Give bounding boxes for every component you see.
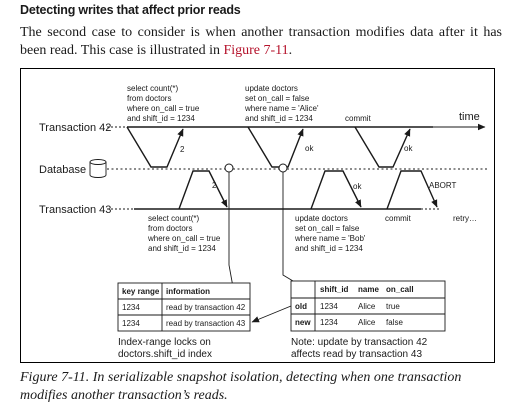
- tx43-row-label: Transaction 43: [39, 204, 111, 216]
- affects-arrow: [251, 305, 292, 323]
- figure-frame: Transaction 42 Database Transaction 43 t…: [20, 68, 495, 363]
- tx43-update-reply: ok: [353, 182, 362, 191]
- lock-table-row1-key: 1234: [122, 303, 140, 312]
- version-callout-line: [282, 172, 294, 282]
- intro-paragraph: The second case to consider is when anot…: [20, 24, 502, 60]
- tx43-query-text: select count(*) from doctors where on_ca…: [147, 214, 223, 253]
- intro-text-before: The second case to consider is when anot…: [20, 25, 502, 58]
- figure-caption: Figure 7-11. In serializable snapshot is…: [20, 370, 462, 403]
- lock-table-row1-info: read by transaction 42: [166, 303, 246, 312]
- lock-table-row2-info: read by transaction 43: [166, 319, 246, 328]
- version-table-note: Note: update by transaction 42 affects r…: [291, 337, 430, 360]
- lock-callout-line: [228, 172, 234, 288]
- version-table-old-name: Alice: [358, 302, 376, 311]
- tx42-query-text: select count(*) from doctors where on_ca…: [126, 84, 202, 123]
- version-table: shift_id name on_call old 1234 Alice tru…: [290, 280, 446, 332]
- tx43-query-reply: 2: [212, 181, 217, 190]
- lock-table-header-info: information: [166, 287, 210, 296]
- version-table-new-label: new: [295, 318, 311, 327]
- tx43-commit-reply: ABORT: [429, 181, 457, 190]
- tx43-commit-roundtrip: [386, 170, 438, 210]
- version-table-old-oncall: true: [386, 302, 400, 311]
- version-table-header-shift: shift_id: [320, 285, 349, 294]
- lock-table: key range information 1234 read by trans…: [117, 282, 251, 332]
- tx42-commit-label: commit: [345, 114, 372, 123]
- figure-diagram: Transaction 42 Database Transaction 43 t…: [39, 84, 489, 360]
- tx42-commit-roundtrip: [354, 126, 411, 168]
- section-heading: Detecting writes that affect prior reads: [20, 3, 241, 17]
- version-table-old-shift: 1234: [320, 302, 338, 311]
- version-table-new-shift: 1234: [320, 318, 338, 327]
- tx42-row-label: Transaction 42: [39, 122, 111, 134]
- tx42-update-roundtrip: [247, 126, 304, 168]
- tx43-query-roundtrip: [178, 170, 228, 210]
- lock-table-header-key: key range: [122, 287, 160, 296]
- lock-table-note: Index-range locks on doctors.shift_id in…: [118, 337, 214, 360]
- lock-callout-marker: [224, 163, 234, 173]
- tx42-query-roundtrip: [126, 126, 184, 168]
- tx43-update-roundtrip: [310, 170, 362, 210]
- tx42-commit-reply: ok: [404, 144, 413, 153]
- tx43-retry-label: retry…: [453, 214, 477, 223]
- lock-table-row2-key: 1234: [122, 319, 140, 328]
- version-table-header-oncall: on_call: [386, 285, 414, 294]
- figure-link[interactable]: Figure 7-11: [223, 43, 289, 58]
- version-table-new-name: Alice: [358, 318, 376, 327]
- version-table-header-name: name: [358, 285, 379, 294]
- tx42-update-text: update doctors set on_call = false where…: [244, 84, 321, 123]
- tx43-update-text: update doctors set on_call = false where…: [294, 214, 368, 253]
- intro-text-after: .: [288, 43, 293, 58]
- version-table-old-label: old: [295, 302, 307, 311]
- tx43-commit-label: commit: [385, 214, 412, 223]
- database-icon: [89, 159, 107, 178]
- tx42-update-reply: ok: [305, 144, 314, 153]
- database-row-label: Database: [39, 164, 86, 176]
- version-table-new-oncall: false: [386, 318, 403, 327]
- version-callout-marker: [278, 163, 288, 173]
- tx42-query-reply: 2: [180, 145, 185, 154]
- time-label: time: [459, 111, 480, 123]
